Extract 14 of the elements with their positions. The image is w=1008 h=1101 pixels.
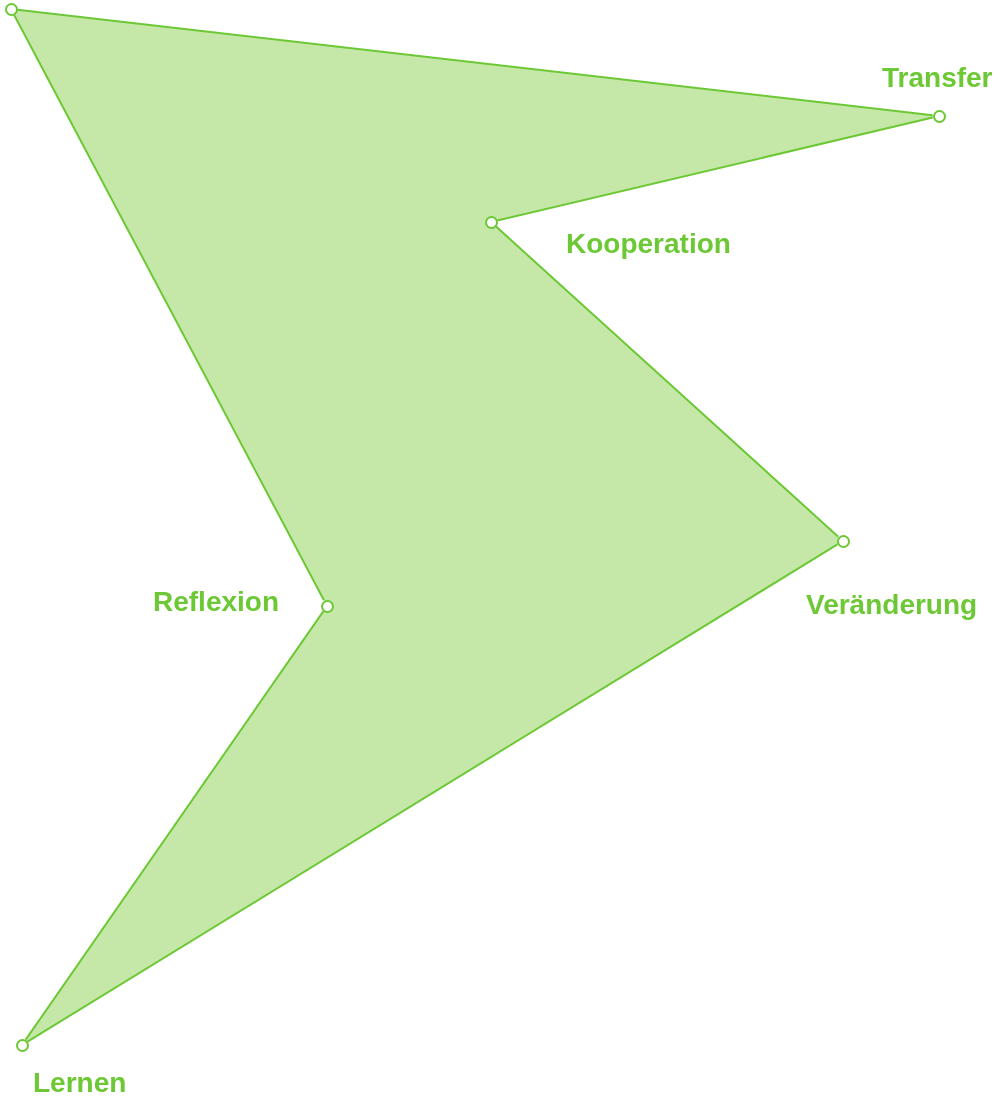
vertex-label: Transfer	[882, 64, 993, 92]
vertex-label: Kooperation	[566, 230, 731, 258]
vertex-marker	[932, 109, 946, 123]
polygon-side	[494, 225, 840, 538]
polygon-side	[26, 543, 839, 1043]
vertex-label: Reflexion	[153, 588, 280, 616]
polygon-side	[16, 8, 934, 117]
vertex-marker	[4, 2, 18, 16]
vertex-marker	[15, 1038, 29, 1052]
vertex-label: Veränderung	[806, 591, 978, 619]
polygon-side	[496, 116, 934, 222]
vertex-label: Lernen	[33, 1069, 127, 1097]
polygon-side	[24, 610, 325, 1041]
polygon-side	[13, 13, 325, 602]
